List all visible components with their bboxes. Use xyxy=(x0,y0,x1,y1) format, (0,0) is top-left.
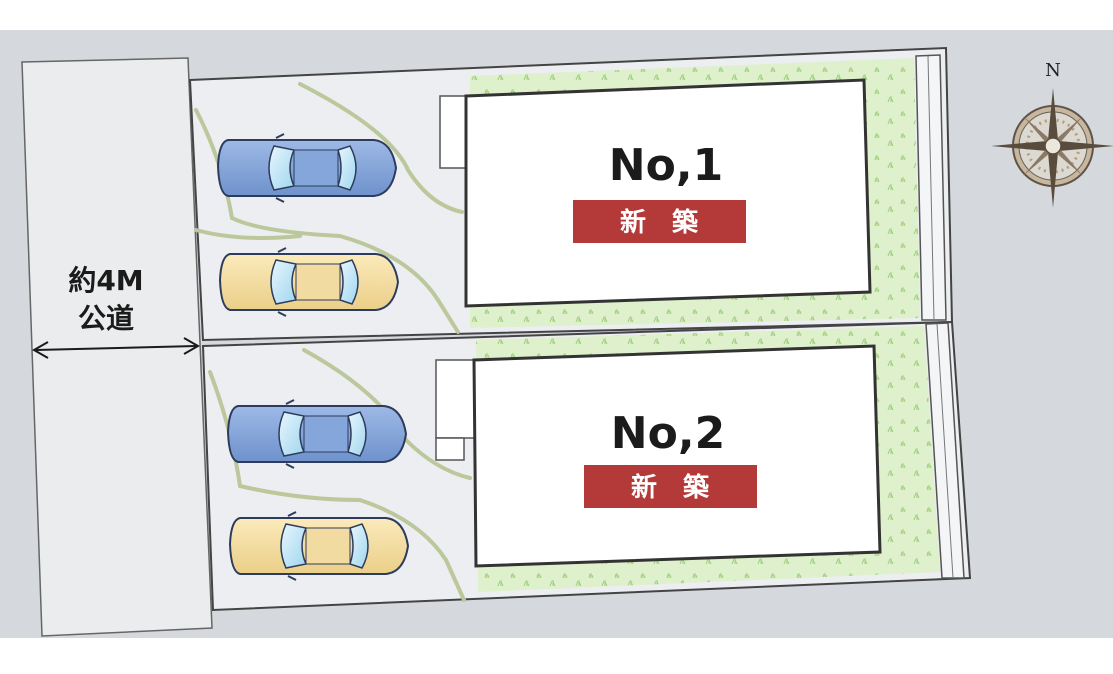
lot-1-badge-label: 新 築 xyxy=(620,207,699,238)
car-2-yellow xyxy=(219,247,399,317)
road-width-label: 約4M xyxy=(68,264,143,297)
lot-1-badge xyxy=(573,200,746,243)
lot-2-badge xyxy=(584,465,757,508)
road-width-arrow xyxy=(31,337,201,359)
lot-2-number: No,2 xyxy=(611,408,725,459)
house-1 xyxy=(464,78,872,308)
road-type-label: 公道 xyxy=(78,302,134,335)
car-1-blue xyxy=(217,133,397,203)
car-4-yellow xyxy=(229,511,409,581)
compass-north-label: N xyxy=(1045,60,1061,81)
house-2 xyxy=(472,344,882,568)
lot-2-badge-label: 新 築 xyxy=(631,472,710,503)
lot-1-number: No,1 xyxy=(609,140,723,191)
car-3-blue xyxy=(227,399,407,469)
compass-rose-icon xyxy=(991,88,1113,208)
